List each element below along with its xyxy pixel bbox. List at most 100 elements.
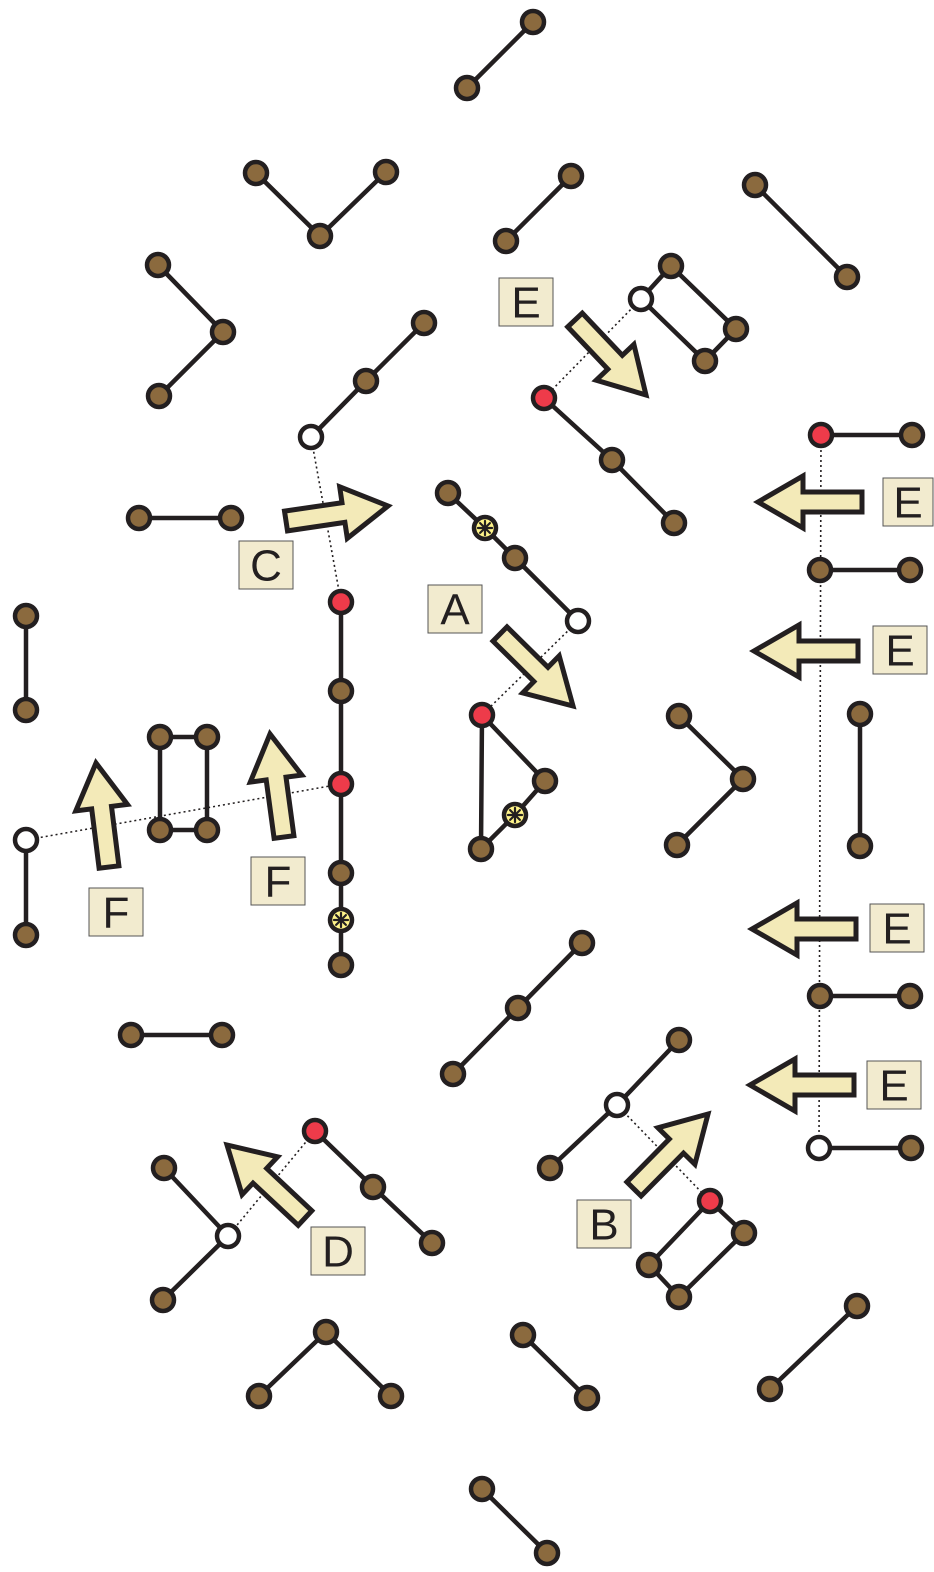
atom (492, 227, 520, 255)
arrow-d (223, 1141, 316, 1229)
atom (312, 1318, 340, 1346)
vacancy-origin (564, 607, 592, 635)
label-d: D (310, 1226, 366, 1277)
label-a: A (427, 584, 483, 635)
atom (896, 556, 924, 584)
atom (665, 702, 693, 730)
svg-text:F: F (103, 889, 130, 938)
atom (898, 421, 926, 449)
arrow-f-left (71, 758, 133, 871)
atom (533, 1539, 561, 1567)
atom (665, 1283, 693, 1311)
atom (635, 1251, 663, 1279)
atom (756, 1375, 784, 1403)
vacancy-path (481, 620, 579, 716)
bond (450, 1005, 521, 1077)
atom (209, 318, 237, 346)
atom (434, 479, 462, 507)
bond (752, 182, 850, 280)
bond (503, 173, 574, 244)
atom (352, 367, 380, 395)
asterisk-icon (506, 806, 524, 824)
atom (660, 509, 688, 537)
vacancy-origin (603, 1091, 631, 1119)
vacancy-path (543, 298, 642, 399)
atom (144, 251, 172, 279)
bond (464, 19, 536, 91)
bond (323, 1329, 394, 1399)
atom (125, 504, 153, 532)
moved-atom (468, 701, 496, 729)
vacancy-origin (805, 1134, 833, 1162)
vacancy-path (818, 434, 822, 1149)
atom (806, 556, 834, 584)
atom (145, 382, 173, 410)
atom (467, 835, 495, 863)
label-e-right-4: E (866, 1060, 922, 1111)
label-f-mid: F (250, 856, 306, 907)
vacancy-origin (297, 423, 325, 451)
vacancy-paths (25, 298, 822, 1237)
arrow-e-right-1 (753, 471, 865, 533)
atom (665, 1026, 693, 1054)
svg-text:C: C (250, 542, 282, 591)
atom (146, 816, 174, 844)
label-f-left: F (88, 887, 144, 938)
moved-atom (807, 421, 835, 449)
svg-text:E: E (511, 279, 540, 328)
atom (306, 222, 334, 250)
bond (614, 1037, 682, 1108)
atom (833, 263, 861, 291)
svg-text:B: B (589, 1201, 618, 1250)
atom (573, 1384, 601, 1412)
atom (410, 309, 438, 337)
atom (146, 723, 174, 751)
moved-atom (327, 770, 355, 798)
atom (327, 951, 355, 979)
bond (160, 1233, 231, 1303)
atom (730, 1219, 758, 1247)
atom (453, 74, 481, 102)
bonds (23, 19, 915, 1556)
bond (638, 296, 708, 364)
asterisk-icon (476, 519, 494, 537)
arrow-f-mid (246, 729, 307, 842)
bond (253, 170, 323, 239)
bond (668, 263, 739, 332)
atom (846, 832, 874, 860)
bond (541, 395, 615, 463)
atom (359, 1173, 387, 1201)
atom (377, 1382, 405, 1410)
bond (547, 1102, 620, 1171)
atom (327, 677, 355, 705)
bond (674, 776, 746, 848)
svg-text:E: E (893, 479, 922, 528)
moved-atom (327, 588, 355, 616)
label-b: B (576, 1199, 632, 1250)
svg-text:A: A (440, 586, 470, 635)
moved-atom (696, 1187, 724, 1215)
bond (479, 1486, 550, 1556)
atom (722, 315, 750, 343)
migration-arrows (71, 309, 865, 1229)
bond (363, 320, 427, 384)
bond (512, 555, 581, 624)
atom (327, 859, 355, 887)
bond (161, 1165, 231, 1239)
atom (439, 1060, 467, 1088)
atom (208, 1021, 236, 1049)
bond (520, 1332, 590, 1401)
vacancy-origin (214, 1222, 242, 1250)
bond (256, 1329, 329, 1399)
label-e-right-1: E (882, 477, 934, 528)
bond (646, 1198, 713, 1268)
arrow-e-right-3 (747, 898, 859, 960)
bond (478, 712, 485, 852)
arrow-b (623, 1110, 712, 1200)
atom (663, 831, 691, 859)
atom (12, 602, 40, 630)
atoms (12, 8, 926, 1567)
arrow-a (489, 623, 577, 710)
bond (676, 713, 746, 782)
